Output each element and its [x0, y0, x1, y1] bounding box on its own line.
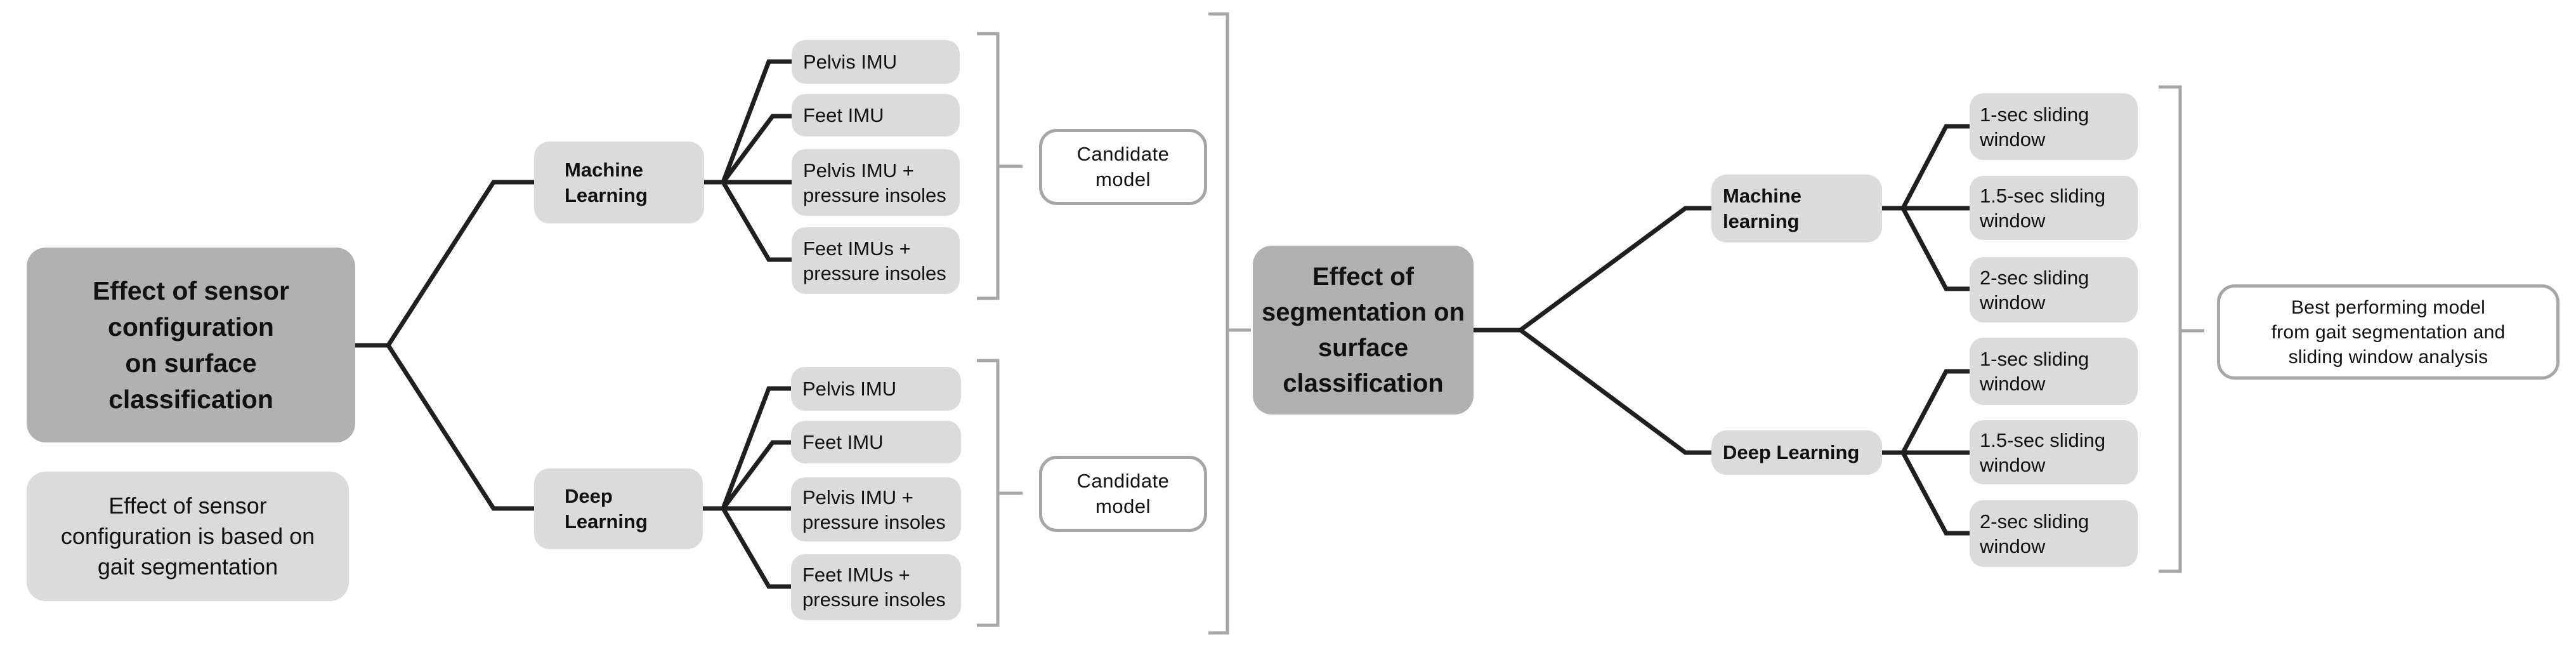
- outcome-label: Candidate model: [1076, 470, 1170, 517]
- outcome-candidate-model-ml: Candidate model: [1039, 129, 1207, 205]
- leaf-label: Feet IMU: [802, 431, 884, 453]
- link-ml2-to-leaf3: [1900, 207, 1970, 291]
- outcome-label: Best performing model from gait segmenta…: [2271, 296, 2506, 368]
- outcome-best-performing-model: Best performing model from gait segmenta…: [2217, 284, 2560, 380]
- node-machine-learning-right-label: Machine learning: [1723, 184, 1802, 232]
- node-deep-learning-left: Deep Learning: [534, 468, 703, 549]
- leaf-label: Feet IMU: [803, 104, 884, 126]
- node-deep-learning-right-label: Deep Learning: [1723, 441, 1860, 463]
- link-root1-to-dl: [386, 344, 534, 511]
- node-segmentation-root: Effect of segmentation on surface classi…: [1253, 246, 1474, 415]
- leaf-label: Pelvis IMU + pressure insoles: [802, 486, 946, 533]
- node-machine-learning-left: Machine Learning: [534, 142, 704, 223]
- outcome-label: Candidate model: [1076, 143, 1170, 190]
- node-machine-learning-left-label: Machine Learning: [565, 158, 648, 206]
- link-dl2-to-leaf1: [1900, 369, 1970, 454]
- leaf-dl-feet-imu: Feet IMU: [791, 421, 961, 463]
- leaf-label: Feet IMUs + pressure insoles: [802, 564, 946, 611]
- leaf-ml-feet-imus-pressure: Feet IMUs + pressure insoles: [792, 227, 960, 294]
- leaf-dl-pelvis-imu-pressure: Pelvis IMU + pressure insoles: [791, 477, 961, 541]
- link-ml-to-leaf4: [721, 181, 792, 262]
- bracket-dl-group: [977, 359, 1023, 627]
- leaf-label: Pelvis IMU: [803, 51, 898, 73]
- note-gait-segmentation: Effect of sensor configuration is based …: [27, 472, 349, 601]
- leaf-label: 1.5-sec sliding window: [1980, 428, 2106, 476]
- leaf-label: 2-sec sliding window: [1980, 266, 2089, 314]
- node-deep-learning-right: Deep Learning: [1711, 430, 1882, 475]
- leaf-ml-1-5sec-window: 1.5-sec sliding window: [1970, 176, 2138, 240]
- bracket-sensor-outcomes: [1208, 12, 1251, 635]
- leaf-label: 1-sec sliding window: [1980, 103, 2089, 150]
- leaf-dl-1sec-window: 1-sec sliding window: [1970, 338, 2138, 405]
- link-root2-to-dl: [1519, 328, 1711, 455]
- outcome-candidate-model-dl: Candidate model: [1039, 456, 1207, 532]
- leaf-label: Pelvis IMU + pressure insoles: [803, 159, 946, 206]
- link-ml2-to-leaf1: [1900, 124, 1970, 209]
- link-dl-to-leaf4: [721, 507, 792, 589]
- leaf-label: 2-sec sliding window: [1980, 510, 2089, 557]
- node-sensor-config-root: Effect of sensor configuration on surfac…: [27, 248, 355, 442]
- leaf-label: 1.5-sec sliding window: [1980, 184, 2106, 232]
- link-root1-to-ml: [386, 180, 534, 347]
- leaf-ml-1sec-window: 1-sec sliding window: [1970, 93, 2138, 160]
- link-ml-to-leaf2: [721, 114, 792, 184]
- leaf-dl-pelvis-imu: Pelvis IMU: [791, 367, 961, 411]
- leaf-ml-2sec-window: 2-sec sliding window: [1970, 257, 2138, 322]
- bracket-ml-group: [977, 32, 1023, 300]
- leaf-dl-2sec-window: 2-sec sliding window: [1970, 500, 2138, 567]
- leaf-label: 1-sec sliding window: [1980, 348, 2089, 395]
- bracket-window-group: [2159, 85, 2204, 573]
- link-dl-to-leaf1: [721, 386, 792, 510]
- leaf-ml-pelvis-imu: Pelvis IMU: [792, 40, 960, 84]
- note-gait-segmentation-label: Effect of sensor configuration is based …: [60, 493, 315, 580]
- leaf-dl-feet-imus-pressure: Feet IMUs + pressure insoles: [791, 554, 961, 620]
- leaf-label: Pelvis IMU: [802, 378, 897, 400]
- leaf-dl-1-5sec-window: 1.5-sec sliding window: [1970, 420, 2138, 484]
- node-deep-learning-left-label: Deep Learning: [565, 484, 648, 533]
- link-dl2-to-leaf3: [1900, 451, 1970, 536]
- node-machine-learning-right: Machine learning: [1711, 175, 1882, 242]
- node-sensor-config-root-label: Effect of sensor configuration on surfac…: [93, 275, 289, 414]
- leaf-ml-feet-imu: Feet IMU: [792, 94, 960, 136]
- leaf-ml-pelvis-imu-pressure: Pelvis IMU + pressure insoles: [792, 149, 960, 216]
- link-ml-to-leaf1: [721, 59, 792, 183]
- link-root2-to-ml: [1519, 206, 1711, 332]
- node-segmentation-root-label: Effect of segmentation on surface classi…: [1261, 263, 1465, 397]
- leaf-label: Feet IMUs + pressure insoles: [803, 237, 946, 284]
- link-dl-to-leaf2: [721, 440, 792, 510]
